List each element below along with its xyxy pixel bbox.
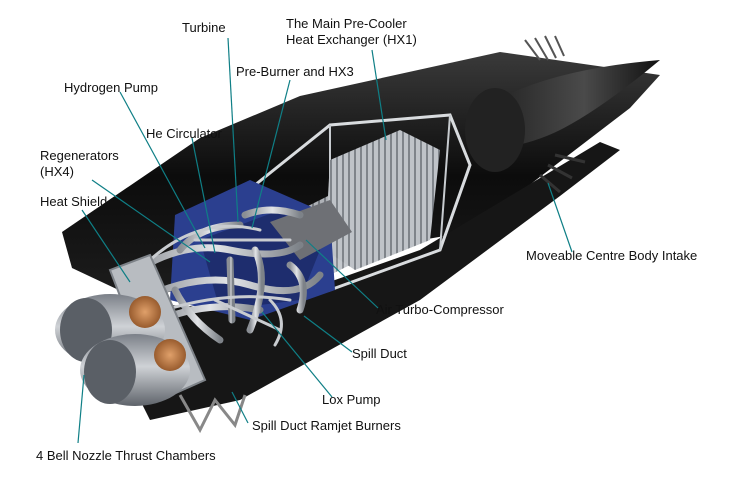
- label-turbine-text: Turbine: [182, 20, 226, 35]
- label-precooler-line2: Heat Exchanger (HX1): [286, 32, 417, 47]
- label-precooler-line1: The Main Pre-Cooler: [286, 16, 407, 31]
- label-regenerators-line1: Regenerators: [40, 148, 119, 163]
- label-regenerators: Regenerators (HX4): [40, 148, 119, 180]
- cone-base: [465, 88, 525, 172]
- label-precooler: The Main Pre-Cooler Heat Exchanger (HX1): [286, 16, 417, 48]
- cone-spikes: [539, 153, 586, 194]
- label-heat-shield: Heat Shield: [40, 194, 107, 210]
- label-preburner-text: Pre-Burner and HX3: [236, 64, 354, 79]
- label-air-turbo-compressor-text: Air Turbo-Compressor: [376, 302, 504, 317]
- label-intake-text: Moveable Centre Body Intake: [526, 248, 698, 263]
- label-he-circulator-text: He Circulator: [146, 126, 222, 141]
- precooler-matrix: [325, 130, 440, 270]
- spill-duct-ramjet-burners: [178, 394, 247, 434]
- label-he-circulator: He Circulator: [146, 126, 222, 142]
- label-spill-duct-text: Spill Duct: [352, 346, 407, 361]
- label-hydrogen-pump: Hydrogen Pump: [64, 80, 158, 96]
- label-regenerators-line2: (HX4): [40, 164, 74, 179]
- label-preburner: Pre-Burner and HX3: [236, 64, 354, 80]
- label-spill-duct: Spill Duct: [352, 346, 407, 362]
- label-hydrogen-pump-text: Hydrogen Pump: [64, 80, 158, 95]
- label-heat-shield-text: Heat Shield: [40, 194, 108, 209]
- label-lox-pump-text: Lox Pump: [322, 392, 381, 407]
- label-intake: Moveable Centre Body Intake: [526, 248, 697, 264]
- pipework-thin: [148, 224, 292, 347]
- bell-nozzles: [55, 294, 190, 406]
- label-bell-nozzle: 4 Bell Nozzle Thrust Chambers: [36, 448, 216, 464]
- label-spill-duct-ramjet: Spill Duct Ramjet Burners: [252, 418, 401, 434]
- label-spill-duct-ramjet-text: Spill Duct Ramjet Burners: [252, 418, 401, 433]
- intake-vanes: [524, 35, 565, 61]
- label-lox-pump: Lox Pump: [322, 392, 381, 408]
- label-air-turbo-compressor: Air Turbo-Compressor: [376, 302, 504, 318]
- label-turbine: Turbine: [182, 20, 226, 36]
- leader-lines: [77, 37, 573, 444]
- label-bell-nozzle-text: 4 Bell Nozzle Thrust Chambers: [36, 448, 216, 463]
